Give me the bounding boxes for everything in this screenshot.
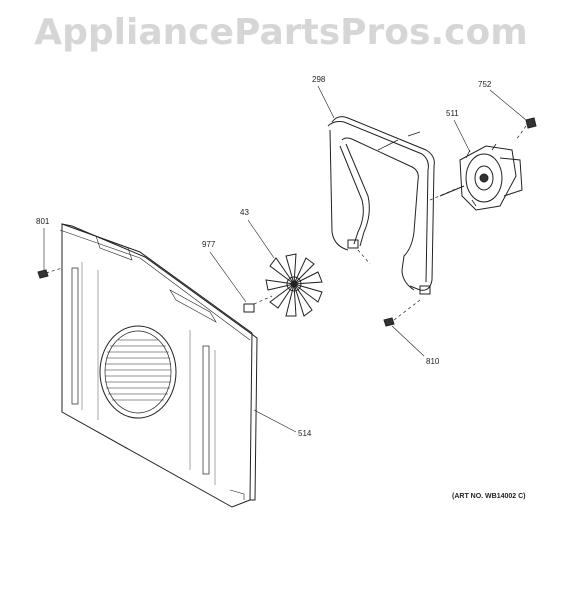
art-number: (ART NO. WB14002 C) xyxy=(452,493,526,500)
callout-514: 514 xyxy=(298,429,312,438)
nut-977 xyxy=(243,295,273,313)
callout-801: 801 xyxy=(36,217,50,226)
watermark-logo: AppliancePartsPros.com xyxy=(34,12,528,53)
screw-752 xyxy=(515,117,537,141)
vent-grille xyxy=(99,325,177,419)
callout-298: 298 xyxy=(312,75,326,84)
screw-810 xyxy=(383,299,421,327)
rear-cover-panel xyxy=(59,223,258,508)
leader-lines xyxy=(43,85,527,433)
callout-810: 810 xyxy=(426,357,440,366)
callout-511: 511 xyxy=(446,109,459,118)
callout-43: 43 xyxy=(240,208,249,217)
callout-977: 977 xyxy=(202,240,216,249)
fan-blade xyxy=(265,253,323,317)
screw-801 xyxy=(37,267,63,279)
heating-element xyxy=(327,116,435,295)
fan-motor xyxy=(429,143,523,211)
callout-752: 752 xyxy=(478,80,492,89)
